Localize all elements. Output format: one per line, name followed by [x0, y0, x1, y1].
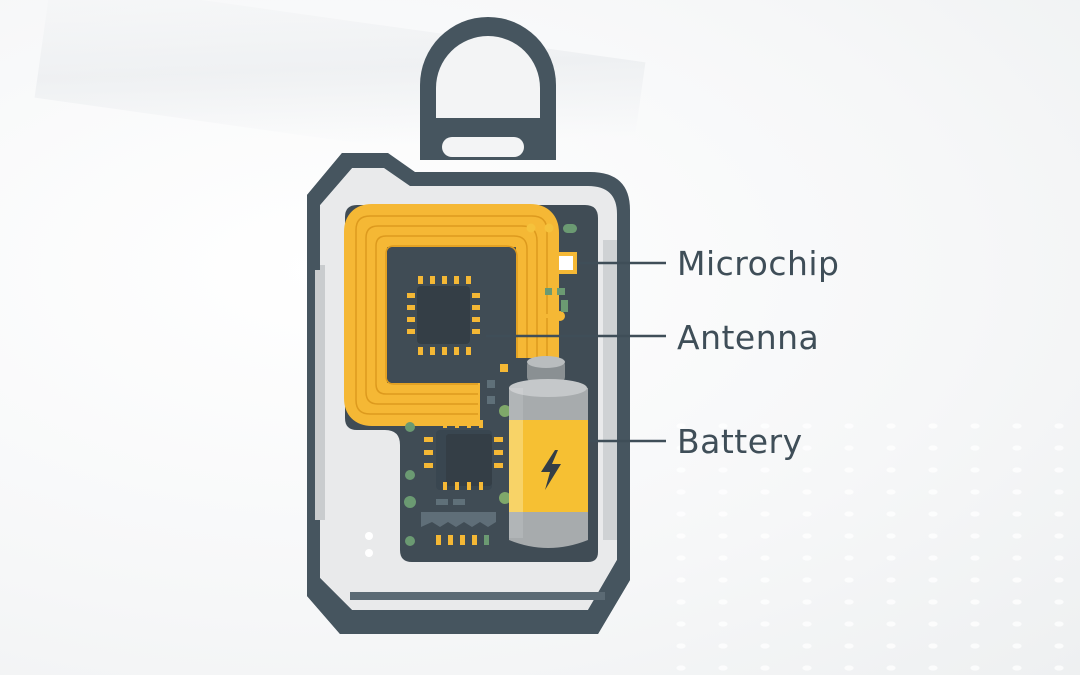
main-chip [400, 263, 485, 363]
leader-lines [486, 261, 666, 443]
microchip-component [555, 252, 577, 274]
lightning-bolt-icon [541, 450, 561, 490]
label-battery: Battery [677, 422, 803, 461]
label-antenna: Antenna [677, 318, 820, 357]
battery-component [509, 356, 588, 548]
label-microchip: Microchip [677, 244, 840, 283]
keyring-loop [420, 17, 556, 160]
pcb-components [404, 223, 577, 546]
background-dot-pattern [660, 415, 1080, 675]
